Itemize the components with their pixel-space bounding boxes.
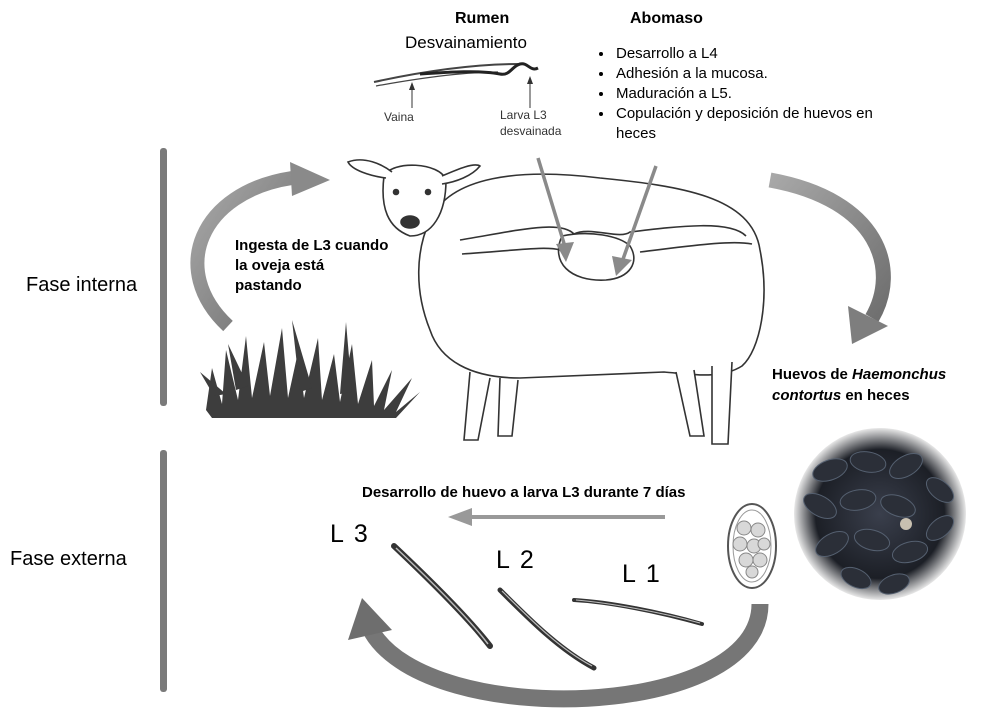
stage-label-l2: L 2: [496, 546, 536, 575]
sheath-label: Vaina: [384, 110, 414, 124]
eggs-label-suffix: en heces: [841, 387, 909, 404]
development-arrow: [448, 508, 665, 526]
grass-illustration: [200, 320, 420, 418]
internal-phase-label: Fase interna: [26, 274, 137, 297]
abomaso-step: Copulación y deposición de huevos en hec…: [614, 104, 894, 144]
larva-l3-drawing: [394, 546, 490, 646]
exsheathed-larva-drawing: [374, 64, 538, 108]
abomaso-title: Abomaso: [630, 10, 703, 28]
abomaso-step: Desarrollo a L4: [614, 44, 894, 64]
abomaso-step: Maduración a L5.: [614, 84, 894, 104]
ingestion-label: Ingesta de L3 cuando la oveja está pasta…: [235, 236, 395, 296]
rumen-subtitle: Desvainamiento: [405, 33, 527, 53]
external-phase-label: Fase externa: [10, 548, 127, 571]
eggs-label-prefix: Huevos de: [772, 366, 852, 383]
cycle-return-arrow: [348, 598, 760, 699]
larva-l1-drawing: [574, 600, 702, 624]
rumen-title: Rumen: [455, 10, 509, 28]
larva-label-line2: desvainada: [500, 124, 561, 138]
single-egg-drawing: [728, 504, 776, 588]
abomaso-steps-list: Desarrollo a L4 Adhesión a la mucosa. Ma…: [594, 44, 894, 144]
feces-arrow: [770, 180, 888, 344]
external-phase-bar: [160, 450, 167, 692]
abomaso-step: Adhesión a la mucosa.: [614, 64, 894, 84]
eggs-label: Huevos de Haemonchus contortus en heces: [772, 364, 985, 406]
internal-phase-bar: [160, 148, 167, 406]
stage-label-l3: L 3: [330, 520, 370, 549]
eggs-in-feces-photo: [794, 428, 966, 600]
stage-label-l1: L 1: [622, 560, 662, 589]
development-label: Desarrollo de huevo a larva L3 durante 7…: [362, 484, 685, 501]
larva-label-line1: Larva L3: [500, 108, 547, 122]
